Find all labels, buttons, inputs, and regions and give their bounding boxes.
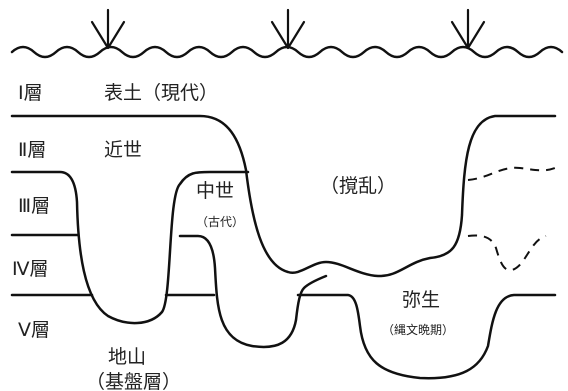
arrow-down-icon [450,8,486,50]
zone-label-medieval: 中世 [196,180,234,202]
layer-label-V: Ⅴ層 [18,319,50,341]
dashed-boundary-upper [467,166,556,181]
boundary-II-III-pit [10,170,250,325]
boundary-IV-V-pit [10,293,557,380]
zone-label-topsoil: 表土（現代） [104,82,218,104]
zone-note-medieval: （古代） [196,214,244,229]
zone-label-early-modern: 近世 [104,139,142,161]
dashed-boundary-lower-pit [467,234,547,272]
boundary-III-IV-pit [10,233,328,349]
zone-label-yayoi: 弥生 [402,289,440,311]
layer-label-IV: Ⅳ層 [12,258,49,280]
arrow-down-icon [270,8,306,50]
ground-surface-line [10,45,564,59]
zone-note-yayoi: （縄文晩期） [382,322,454,337]
zone-label-bedrock: 地山 [108,346,146,368]
zone-label-disturbed: （撹乱） [320,175,396,197]
zone-note-bedrock: （基盤層） [86,371,181,391]
arrow-down-icon [90,8,126,50]
layer-label-II: Ⅱ層 [18,139,46,161]
layer-label-III: Ⅲ層 [18,195,50,217]
layer-label-I: Ⅰ層 [18,82,43,104]
boundary-I-II [10,114,557,278]
